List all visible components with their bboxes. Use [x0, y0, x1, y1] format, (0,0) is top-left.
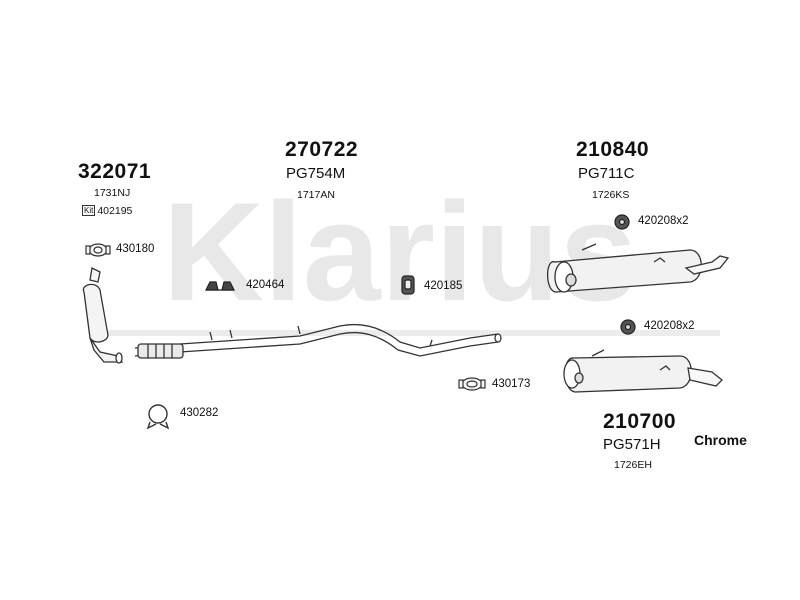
flex-joint [137, 343, 184, 359]
cat-code: 1731NJ [94, 187, 131, 199]
front-pipe-code: 1717AN [297, 189, 335, 201]
bracket-420464-icon[interactable] [205, 281, 235, 291]
clamp-430173-label: 430173 [492, 378, 531, 390]
rear-upper-ref: PG711C [578, 165, 635, 182]
clamp-430173-icon[interactable] [458, 377, 486, 391]
clamp-430180-icon[interactable] [85, 243, 111, 257]
rear-silencer-upper[interactable] [546, 243, 730, 293]
rubber-420185-label: 420185 [424, 280, 463, 292]
front-pipe-part-number: 270722 [285, 138, 359, 161]
front-pipe[interactable] [134, 323, 502, 359]
front-pipe-ref: PG754M [286, 165, 346, 182]
rubber-420208-lower-label: 420208x2 [644, 320, 695, 332]
rubber-420208-upper-icon[interactable] [614, 214, 630, 230]
kit-badge: Kit [82, 205, 96, 216]
rear-upper-code: 1726KS [592, 189, 630, 201]
watermark: Klarius [163, 173, 638, 330]
rear-lower-part-number: 210700 [603, 410, 677, 433]
cat-part-number: 322071 [78, 160, 152, 183]
rubber-420185-icon[interactable] [401, 275, 415, 295]
cat-kit-code: 402195 [97, 205, 133, 217]
clamp-430180-label: 430180 [116, 243, 155, 255]
rear-silencer-lower[interactable] [563, 349, 723, 393]
finish-label: Chrome [694, 432, 747, 448]
clamp-430282-icon[interactable] [146, 404, 170, 430]
catalytic-converter[interactable] [82, 267, 124, 364]
rubber-420208-lower-icon[interactable] [620, 319, 636, 335]
bracket-420464-label: 420464 [246, 279, 285, 291]
clamp-430282-label: 430282 [180, 407, 219, 419]
rear-upper-part-number: 210840 [576, 138, 650, 161]
rear-lower-code: 1726EH [614, 459, 652, 471]
rear-lower-ref: PG571H [603, 436, 661, 453]
rubber-420208-upper-label: 420208x2 [638, 215, 689, 227]
